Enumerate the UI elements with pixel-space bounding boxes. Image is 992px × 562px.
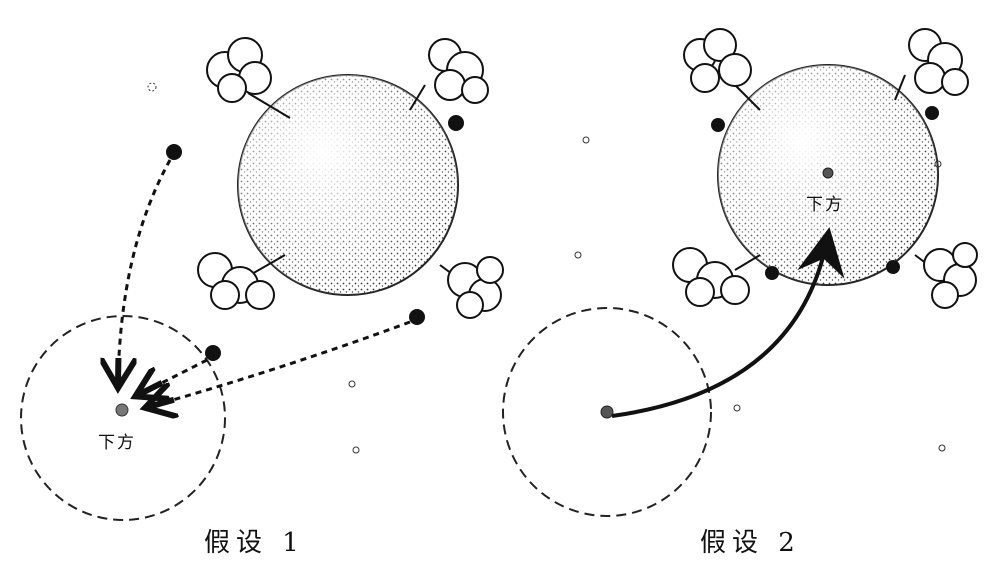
caption-hypothesis-1: 假设 1 xyxy=(204,528,305,558)
fruit-2-a xyxy=(711,118,725,132)
panel-2 xyxy=(502,28,978,517)
caption-hypothesis-2: 假设 2 xyxy=(700,528,801,558)
down-label-1: 下方 xyxy=(98,433,136,453)
tree-1-bottomright xyxy=(439,256,504,319)
fruit-1-a xyxy=(166,144,182,160)
start-point-2 xyxy=(600,405,614,419)
trajectory-1-a xyxy=(118,159,172,385)
planet-1 xyxy=(237,74,459,296)
down-label-2: 下方 xyxy=(806,195,844,215)
tree-1-topright xyxy=(409,38,489,111)
ground-circle-1 xyxy=(20,315,226,521)
fruit-1-d xyxy=(409,309,425,325)
tree-2-bottomleft xyxy=(672,247,761,307)
trajectory-1-c xyxy=(148,320,411,407)
tree-2-topright xyxy=(894,28,969,101)
fruit-2-c xyxy=(765,266,779,280)
trajectory-1-b xyxy=(138,358,208,395)
fruit-2-b xyxy=(925,106,939,120)
ground-circle-2 xyxy=(502,307,712,517)
panel-1 xyxy=(20,37,504,521)
tree-2-bottomright xyxy=(914,242,978,309)
trajectory-2 xyxy=(611,227,845,418)
fruit-1-c xyxy=(205,345,221,361)
target-point-1 xyxy=(115,403,129,417)
fruit-1-b xyxy=(448,115,464,131)
tree-2-topleft xyxy=(683,28,761,111)
tree-1-bottomleft xyxy=(197,252,286,310)
tree-1-topleft xyxy=(206,37,291,119)
fruit-2-d xyxy=(886,260,900,274)
planet-center-point xyxy=(822,167,834,179)
